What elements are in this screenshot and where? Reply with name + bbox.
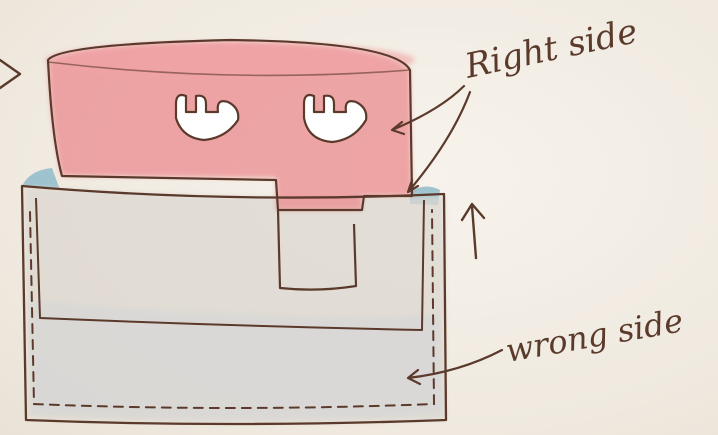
left-arrow-fragment <box>0 60 20 88</box>
up-arrow <box>462 204 484 258</box>
right-side-label: Right side <box>461 11 641 87</box>
wrong-side-wash <box>30 300 442 419</box>
wrong-side-label: wrong side <box>503 301 686 370</box>
